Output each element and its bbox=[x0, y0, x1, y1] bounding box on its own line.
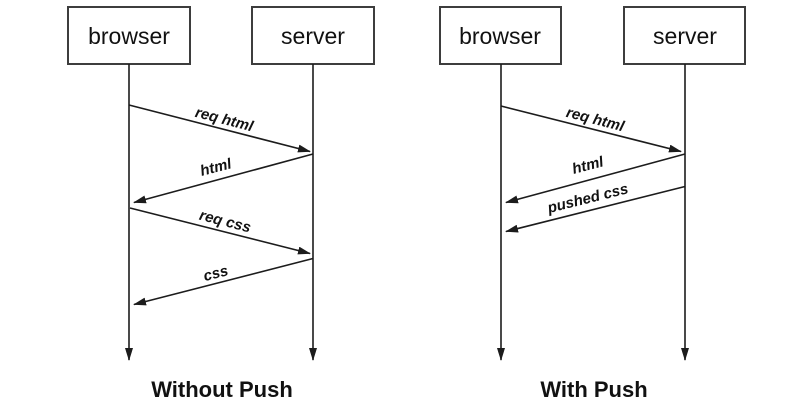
actor-box-browser bbox=[67, 6, 191, 65]
message-arrow-req-html bbox=[128, 104, 311, 153]
message-arrow-html bbox=[133, 153, 314, 204]
message-arrow-pushed-css bbox=[505, 185, 686, 233]
message-arrow-req-html bbox=[500, 105, 682, 153]
diagram-caption-without-push: Without Push bbox=[151, 377, 293, 402]
actor-box-browser bbox=[439, 6, 562, 65]
diagram-caption-with-push: With Push bbox=[540, 377, 647, 402]
actor-box-server bbox=[251, 6, 375, 65]
actor-label-browser: browser bbox=[88, 23, 170, 49]
message-arrow-css bbox=[133, 257, 314, 306]
actor-label-server: server bbox=[281, 23, 345, 49]
actor-label-browser: browser bbox=[459, 23, 541, 49]
actor-box-server bbox=[623, 6, 746, 65]
actor-label-server: server bbox=[653, 23, 717, 49]
message-label-css: css bbox=[202, 262, 230, 285]
message-label-req-html: req html bbox=[193, 104, 255, 135]
message-arrow-req-css bbox=[129, 207, 311, 255]
diagram-with-push: browser server req html html pushed css … bbox=[439, 6, 746, 402]
message-label-html: html bbox=[570, 153, 606, 178]
diagram-without-push: browser server req html html req css css… bbox=[67, 6, 375, 402]
message-label-req-html: req html bbox=[564, 104, 626, 135]
message-arrow-html bbox=[505, 153, 686, 204]
